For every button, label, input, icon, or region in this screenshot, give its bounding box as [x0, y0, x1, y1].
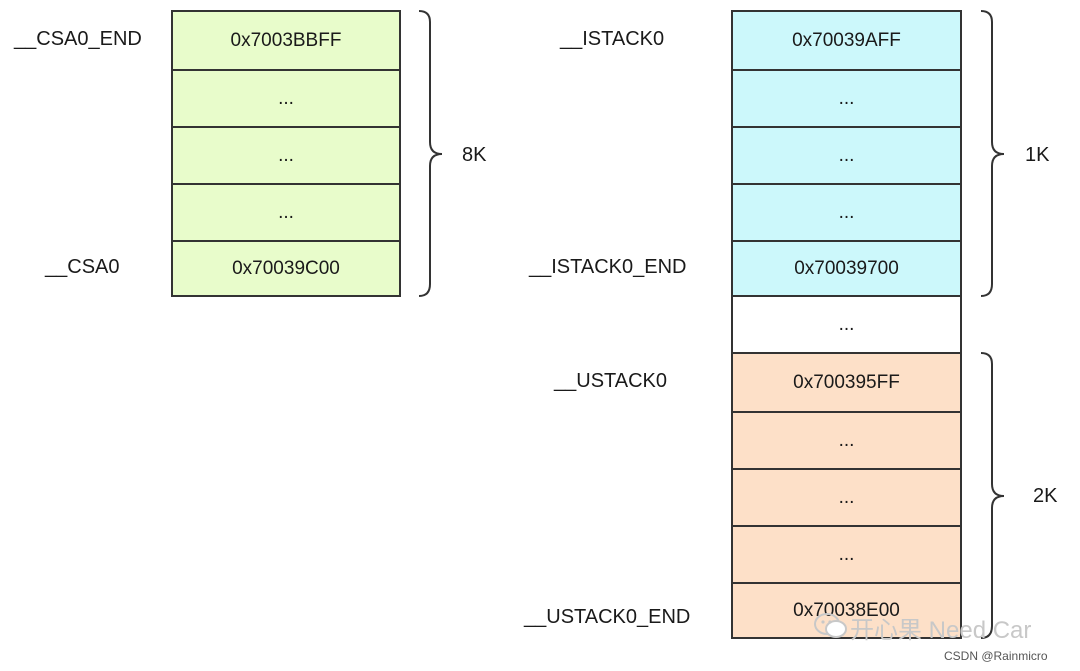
- csa-bottom-label: __CSA0: [45, 256, 120, 278]
- ustack-brace: [980, 352, 1005, 639]
- gap-block: ...: [731, 295, 962, 354]
- istack-brace: [980, 10, 1005, 297]
- gap-cell: ...: [838, 313, 855, 335]
- watermark-text: 开心果 Need Car: [850, 617, 1032, 644]
- ustack-block: 0x700395FF ... ... ... 0x70038E00: [731, 352, 962, 639]
- istack-cell-0: 0x70039AFF: [792, 29, 901, 51]
- istack-size-label: 1K: [1025, 144, 1050, 166]
- ustack-cell-1: ...: [733, 411, 960, 468]
- ustack-cell-3: ...: [733, 525, 960, 582]
- istack-cell-4: 0x70039700: [733, 240, 960, 295]
- ustack-top-label: __USTACK0: [554, 370, 668, 392]
- csa-top-label: __CSA0_END: [14, 28, 142, 50]
- csa-brace: [418, 10, 443, 297]
- csa-cell-2: ...: [173, 126, 399, 183]
- istack-cell-3: ...: [733, 183, 960, 240]
- csa-cell-4: 0x70039C00: [173, 240, 399, 295]
- csa-cell-3: ...: [173, 183, 399, 240]
- csa-size-label: 8K: [462, 144, 487, 166]
- csa-cell-1: ...: [173, 69, 399, 126]
- wechat-icon: [814, 613, 847, 638]
- ustack-bottom-label: __USTACK0_END: [524, 606, 691, 628]
- credit-text: CSDN @Rainmicro: [944, 649, 1048, 663]
- ustack-cell-0: 0x700395FF: [793, 371, 900, 393]
- csa-block: 0x7003BBFF ... ... ... 0x70039C00: [171, 10, 401, 297]
- istack-bottom-label: __ISTACK0_END: [529, 256, 687, 278]
- ustack-cell-2: ...: [733, 468, 960, 525]
- istack-block: 0x70039AFF ... ... ... 0x70039700: [731, 10, 962, 297]
- istack-cell-1: ...: [733, 69, 960, 126]
- istack-cell-2: ...: [733, 126, 960, 183]
- ustack-size-label: 2K: [1033, 485, 1058, 507]
- istack-top-label: __ISTACK0: [560, 28, 665, 50]
- csa-cell-0: 0x7003BBFF: [230, 29, 342, 51]
